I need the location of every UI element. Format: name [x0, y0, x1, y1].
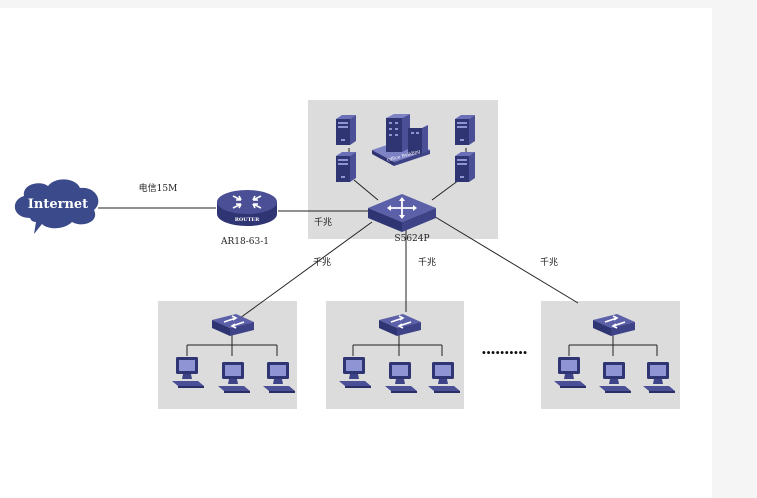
- isp-link-label: 电信15M: [139, 182, 178, 194]
- core-middle-speed-label: 千兆: [418, 257, 436, 268]
- router-name: AR18-63-1: [220, 237, 269, 247]
- more-groups-ellipsis: ..........: [481, 339, 527, 358]
- router-badge: ROUTER: [235, 217, 260, 223]
- internet-label: Internet: [28, 197, 88, 212]
- top-margin: [0, 0, 712, 8]
- server-icon: [455, 115, 475, 145]
- router-core-speed-label: 千兆: [314, 217, 332, 228]
- office-building-icon: Office Building: [372, 114, 430, 166]
- core-right-speed-label: 千兆: [540, 257, 558, 268]
- right-margin: [712, 0, 757, 498]
- core-switch-name: S5624P: [394, 234, 429, 244]
- server-icon: [455, 152, 475, 182]
- core-access-right-link: [431, 214, 579, 304]
- internet-cloud-icon: Internet: [14, 179, 99, 234]
- core-switch-icon: [368, 194, 436, 232]
- server-icon: [336, 152, 356, 182]
- core-left-speed-label: 千兆: [313, 257, 331, 268]
- server-icon: [336, 115, 356, 145]
- router-icon: ROUTER: [217, 190, 277, 226]
- core-access-left-link: [239, 221, 373, 319]
